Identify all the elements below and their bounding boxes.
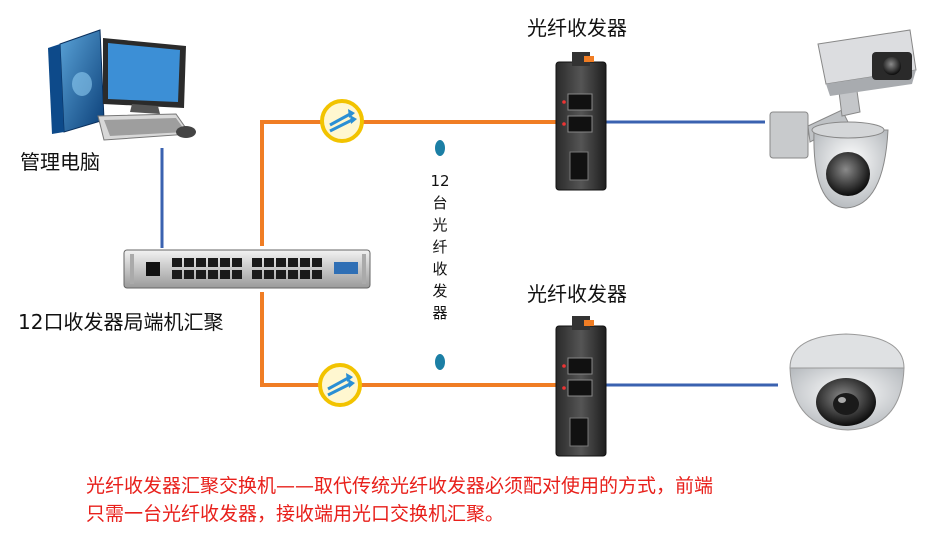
fiber-connector-bottom (318, 363, 362, 407)
fiber-link-top (260, 120, 556, 246)
vertical-count-label: 12 台 光 纤 收 发 器 (429, 170, 451, 324)
fiber-connector-top (320, 99, 364, 143)
transceiver-top-label: 光纤收发器 (527, 16, 627, 40)
vertical-char: 光 (432, 216, 448, 234)
caption-line-2: 只需一台光纤收发器，接收端用光口交换机汇聚。 (86, 503, 505, 525)
media-converter-icon-top (555, 52, 607, 191)
desktop-computer-icon (48, 29, 196, 141)
vertical-number: 12 (430, 172, 450, 190)
separator-dot-top (435, 140, 445, 156)
media-converter-icon-bottom (555, 316, 607, 457)
caption-line-1: 光纤收发器汇聚交换机——取代传统光纤收发器必须配对使用的方式，前端 (86, 475, 714, 497)
switch-label: 12口收发器局端机汇聚 (18, 310, 224, 334)
dome-camera-icon (789, 333, 905, 431)
vertical-char: 收 (432, 260, 448, 278)
fiber-link-bottom (260, 292, 556, 387)
vertical-char: 台 (432, 194, 448, 212)
separator-dot-bottom (435, 354, 445, 370)
vertical-char: 发 (432, 282, 448, 300)
rack-switch-icon (123, 249, 371, 289)
ptz-camera-icon (769, 29, 917, 209)
ethernet-links (160, 120, 778, 387)
vertical-char: 纤 (432, 238, 448, 256)
vertical-char: 器 (432, 304, 448, 322)
fiber-links (260, 120, 556, 387)
pc-label: 管理电脑 (20, 150, 100, 174)
transceiver-bottom-label: 光纤收发器 (527, 282, 627, 306)
